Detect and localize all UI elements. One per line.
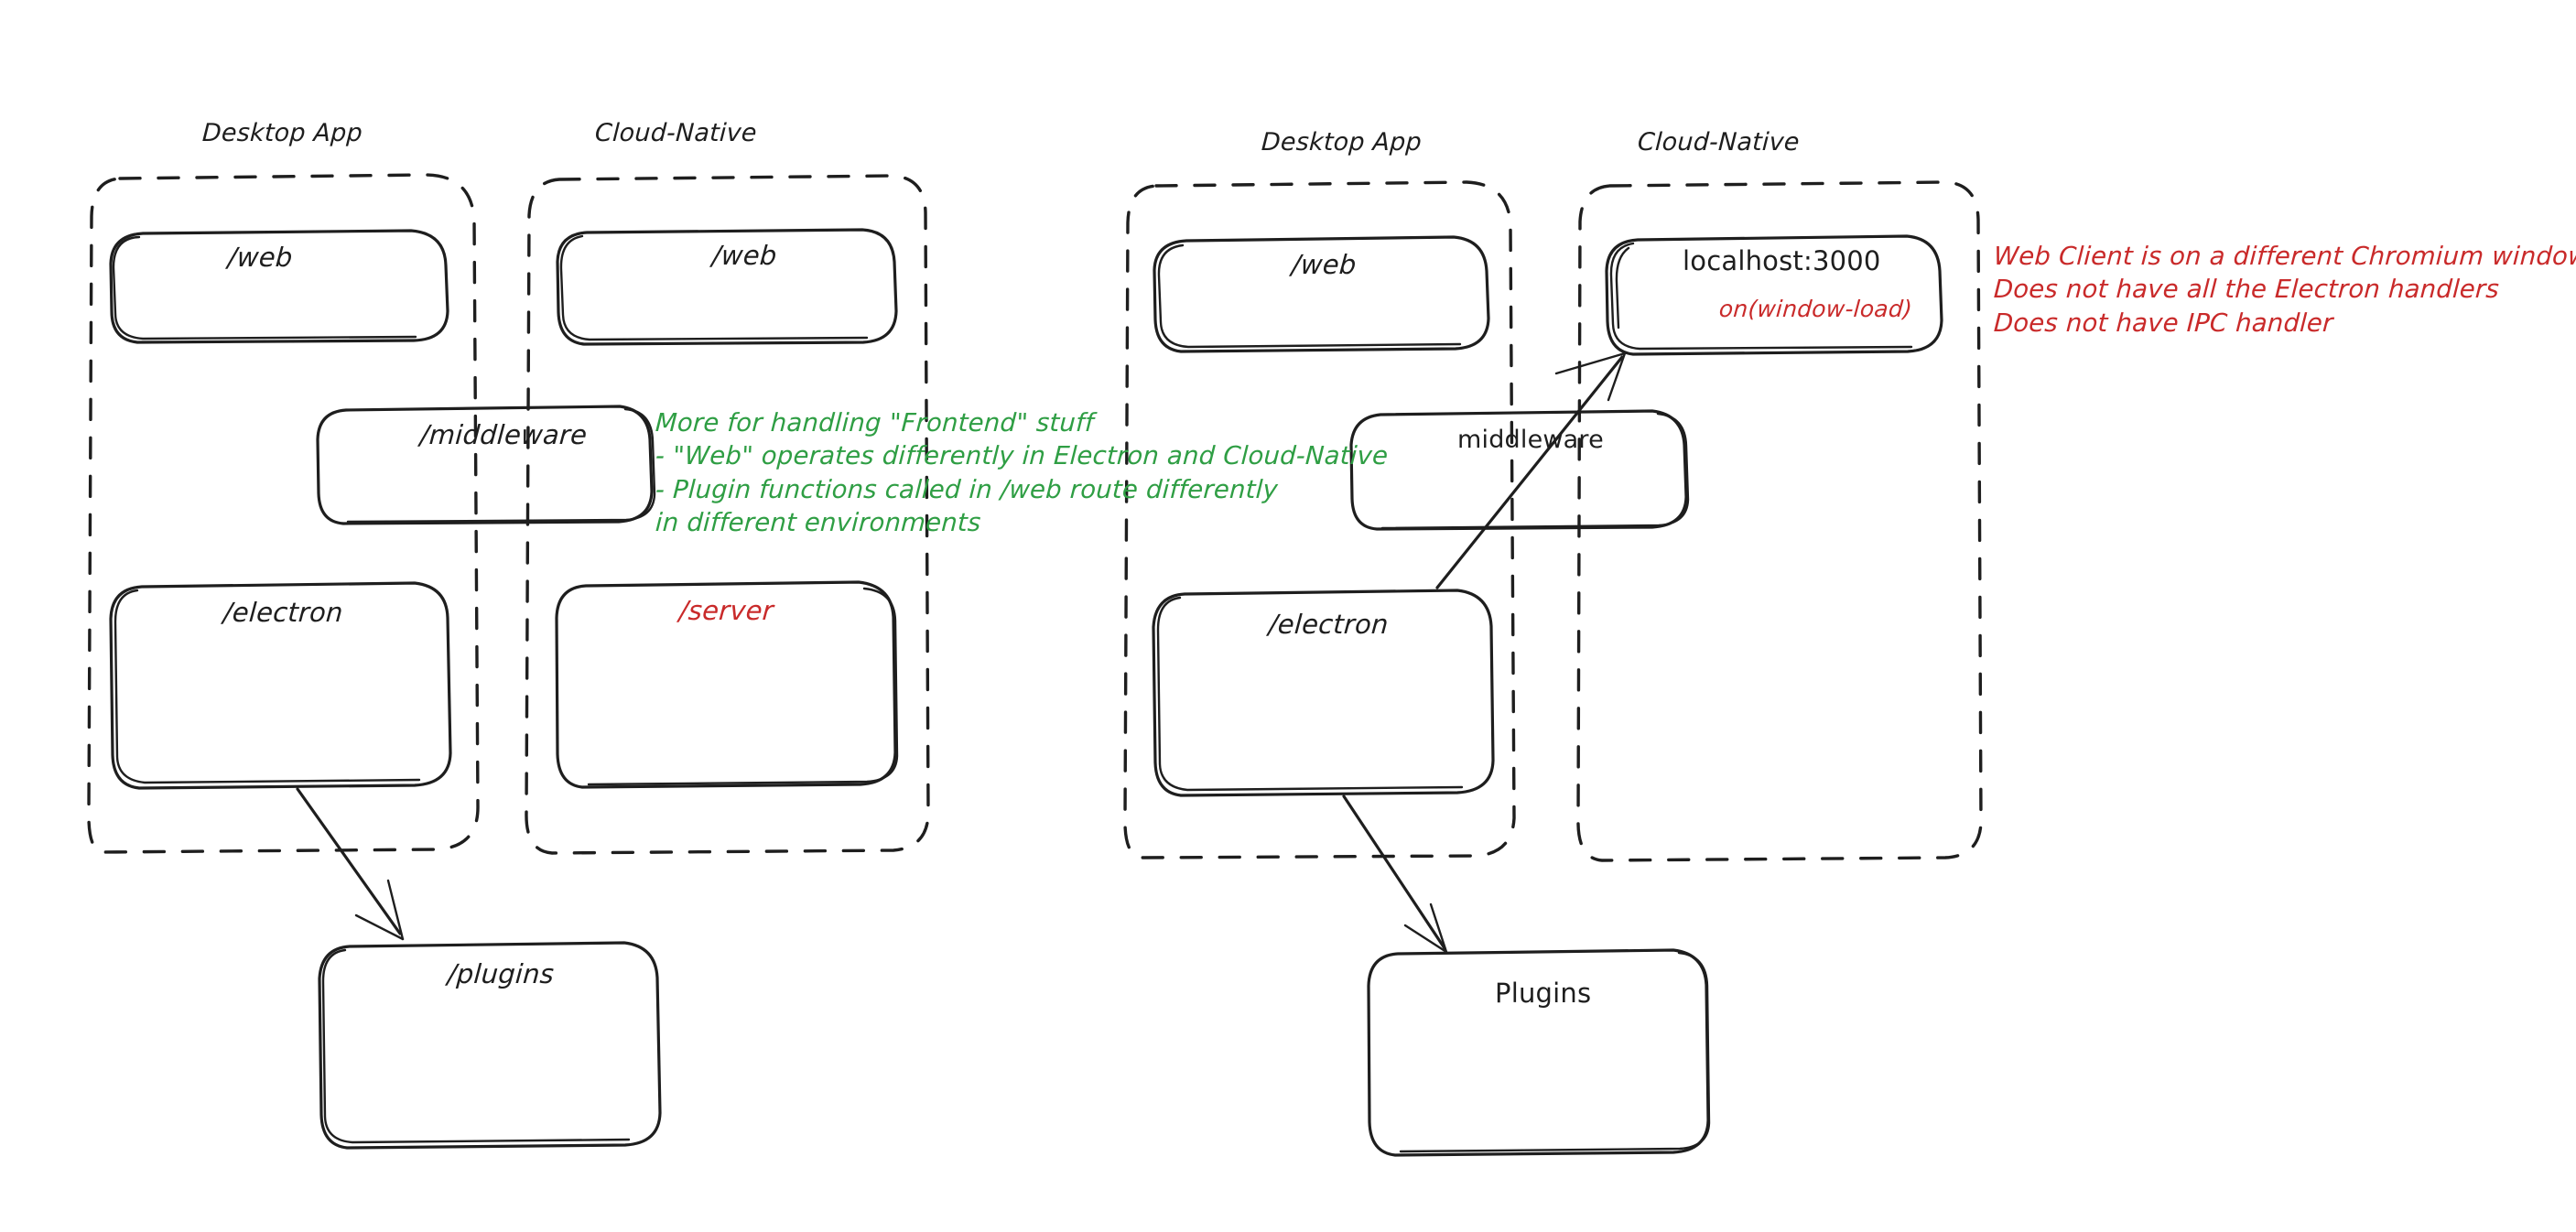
shape-group-right-desktop[interactable] <box>1125 182 1514 858</box>
box-outline-left-desktop-web <box>109 229 449 344</box>
shape-group-left-cloud[interactable] <box>526 176 928 853</box>
box-label-right-localhost: localhost:3000 <box>1683 245 1881 276</box>
box-outline-left-middleware <box>316 405 656 525</box>
box-outline-right-plugins <box>1367 948 1711 1157</box>
group-outline-right-cloud <box>1576 180 1983 862</box>
annotation-red-note: Web Client is on a different Chromium wi… <box>1993 240 2576 340</box>
shape-group-right-cloud[interactable] <box>1578 182 1981 860</box>
box-outline-left-server <box>555 580 899 789</box>
box-label-right-plugins: Plugins <box>1495 978 1592 1009</box>
red-note-line-3: Does not have IPC handler <box>1993 308 2334 338</box>
red-note-line-1: Web Client is on a different Chromium wi… <box>1993 242 2576 271</box>
box-outline-left-plugins <box>318 941 662 1150</box>
box-outline-right-electron <box>1152 589 1495 797</box>
box-label-right-middleware: middleware <box>1457 426 1604 454</box>
red-note-line-2: Does not have all the Electron handlers <box>1993 275 2500 305</box>
shape-right-plugins[interactable] <box>1369 950 1709 1155</box>
arrow-right-electron-to-localhost <box>1435 351 1627 589</box>
group-title-left-desktop: Desktop App <box>201 119 363 147</box>
box-outline-right-middleware <box>1349 409 1690 531</box>
group-outline-right-desktop <box>1123 180 1516 859</box>
box-outline-left-electron <box>109 581 452 790</box>
arrow-right-electron-to-plugins <box>1342 794 1448 954</box>
box-outline-right-desktop-web <box>1153 235 1490 353</box>
arrow-left-electron-to-plugins <box>296 787 405 941</box>
shape-group-left-desktop[interactable] <box>89 175 478 852</box>
group-outline-left-cloud <box>525 174 930 855</box>
group-outline-left-desktop <box>87 173 480 854</box>
group-title-right-cloud: Cloud-Native <box>1637 128 1801 157</box>
group-title-left-cloud: Cloud-Native <box>594 119 758 147</box>
box-outline-right-localhost <box>1605 234 1943 356</box>
box-outline-left-cloud-web <box>556 228 898 346</box>
group-title-right-desktop: Desktop App <box>1261 128 1423 157</box>
shape-left-plugins[interactable] <box>319 943 660 1148</box>
